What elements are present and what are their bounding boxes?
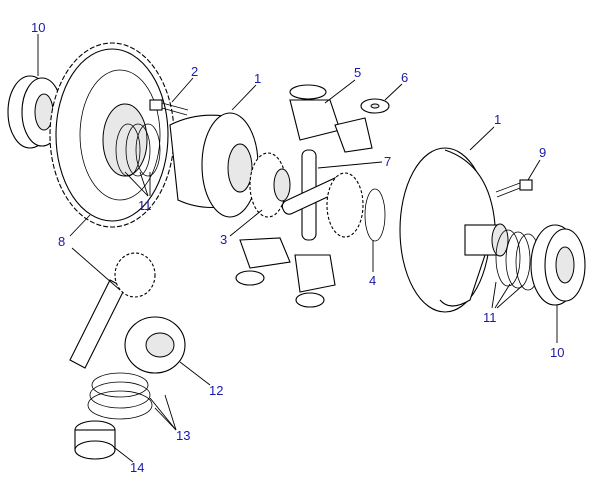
callout-10-bearing-right: 10 (550, 345, 564, 360)
callout-12-pinion-bearing: 12 (209, 383, 223, 398)
callout-13-pinion-shims: 13 (176, 428, 190, 443)
callout-3-side-gear: 3 (220, 232, 227, 247)
pinion-shims (87, 372, 153, 420)
bolt-9 (495, 179, 533, 198)
leader-lines (37, 34, 558, 463)
side-gear-left (249, 152, 291, 218)
pinion-gears (235, 84, 390, 308)
pinion-bearing (124, 316, 186, 374)
callout-11-shims-left: 11 (138, 198, 152, 213)
callout-2-bolt: 2 (191, 64, 198, 79)
callout-14-spacer: 14 (130, 460, 144, 475)
callout-10-bearing: 10 (31, 20, 45, 35)
collapsible-spacer (74, 420, 116, 460)
callout-9-bolt: 9 (539, 145, 546, 160)
diff-case-right (399, 147, 509, 313)
diff-case-left (169, 112, 259, 218)
callout-1-case: 1 (254, 71, 261, 86)
callout-8-ring-gear: 8 (58, 234, 65, 249)
callout-7-shaft: 7 (384, 154, 391, 169)
callout-11-shims-right: 11 (483, 310, 497, 325)
ring-gear (49, 42, 175, 228)
shims-left (115, 123, 161, 177)
callout-4-thrust-washer: 4 (369, 273, 376, 288)
bolt-2 (149, 99, 189, 116)
callout-5-pinion: 5 (354, 65, 361, 80)
drive-pinion (69, 252, 156, 369)
bearing-right (530, 224, 586, 306)
callout-1-case-right: 1 (494, 112, 501, 127)
callout-6-washer: 6 (401, 70, 408, 85)
side-gear-right (326, 172, 386, 242)
